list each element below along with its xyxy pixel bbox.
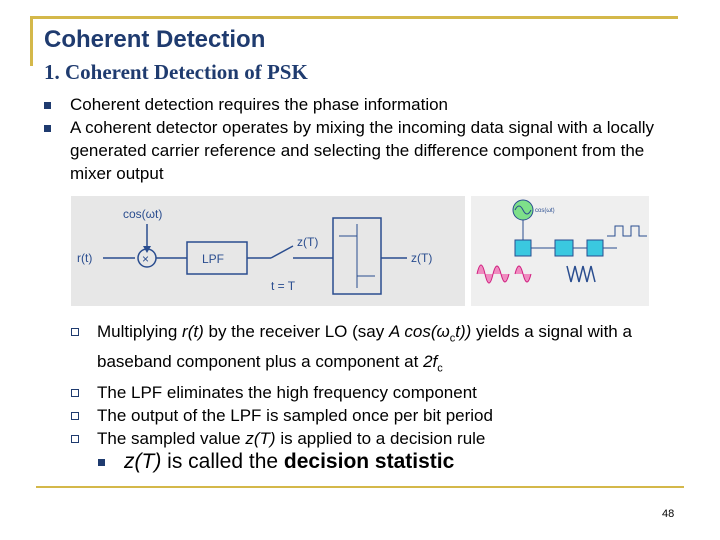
- decision-statistic-bullet: z(T) is called the decision statistic: [98, 450, 454, 474]
- text-run: yields a signal with a baseband componen…: [97, 322, 632, 372]
- decision-block: [332, 217, 382, 295]
- text-run: A cos(ω: [388, 322, 450, 341]
- bullet-text: A coherent detector operates by mixing t…: [70, 118, 654, 183]
- square-wave-icon: [607, 225, 647, 237]
- text-run: 2f: [423, 352, 438, 372]
- input-label: r(t): [77, 251, 92, 265]
- lpf-label: LPF: [202, 252, 224, 266]
- square-bullet-icon: [44, 102, 51, 109]
- text-run: z(T): [245, 428, 276, 448]
- sub-bullet-list: Multiplying r(t) by the receiver LO (say…: [71, 320, 681, 450]
- sub-bullet-item: The sampled value z(T) is applied to a d…: [71, 427, 681, 450]
- output-label: z(T): [411, 251, 432, 265]
- slide-title: Coherent Detection: [44, 26, 266, 53]
- text-run: by the receiver LO (say: [203, 322, 389, 341]
- multiply-icon: ×: [142, 252, 149, 266]
- text-run: z(T): [124, 450, 162, 473]
- slide-subtitle: 1. Coherent Detection of PSK: [44, 60, 308, 84]
- frame-bottom-rule: [36, 486, 684, 488]
- text-run: is applied to a decision rule: [275, 428, 486, 448]
- frame-left-rule: [30, 16, 33, 66]
- text-run: c: [449, 332, 456, 345]
- text-run: Multiplying: [97, 322, 183, 341]
- main-bullet-list: Coherent detection requires the phase in…: [44, 93, 664, 185]
- square-bullet-icon: [44, 125, 51, 132]
- modulated-signal-icon: [514, 265, 532, 283]
- lpf-icon: [586, 239, 604, 257]
- text-run: decision statistic: [283, 450, 455, 473]
- hollow-square-bullet-icon: [71, 434, 79, 443]
- sub-bullet-item: The output of the LPF is sampled once pe…: [71, 404, 681, 427]
- hollow-square-bullet-icon: [71, 411, 79, 420]
- sampler-switch: [270, 245, 294, 259]
- baseband-wave-icon: [566, 265, 596, 283]
- modulated-signal-icon: [476, 264, 510, 284]
- bullet-item: A coherent detector operates by mixing t…: [44, 116, 664, 185]
- detector-figure: cos(ωt) r(t) × LPF z(T) t = T z(T): [71, 196, 649, 306]
- text-run: is called the: [161, 450, 284, 473]
- text-run: The LPF eliminates the high frequency co…: [97, 382, 477, 402]
- square-bullet-icon: [98, 459, 105, 466]
- page-number: 48: [662, 508, 675, 520]
- text-run: The output of the LPF is sampled once pe…: [97, 405, 493, 425]
- sub-bullet-item: The LPF eliminates the high frequency co…: [71, 381, 681, 404]
- block-diagram-svg: cos(ωt) r(t) × LPF z(T) t = T z(T): [77, 207, 432, 295]
- block-diagram: cos(ωt) r(t) × LPF z(T) t = T z(T): [71, 196, 465, 306]
- hollow-square-bullet-icon: [71, 388, 79, 397]
- hollow-square-bullet-icon: [71, 328, 79, 336]
- bullet-item: Coherent detection requires the phase in…: [44, 93, 664, 116]
- text-run: The sampled value: [97, 428, 246, 448]
- mixer-icon: [514, 239, 532, 257]
- sub-bullet-item: Multiplying r(t) by the receiver LO (say…: [71, 320, 681, 381]
- sampler-label: z(T): [297, 235, 318, 249]
- lo-label: cos(ωt): [535, 208, 555, 214]
- lo-label: cos(ωt): [123, 207, 162, 221]
- sine-icon: [514, 205, 532, 215]
- bullet-text: Coherent detection requires the phase in…: [70, 95, 449, 114]
- text-run: r(t): [182, 322, 204, 341]
- signal-illustration-svg: cos(ωt): [476, 199, 647, 284]
- frame-top-rule: [30, 16, 678, 19]
- filter-icon: [554, 239, 574, 257]
- text-run: t)): [455, 322, 472, 341]
- decision-statistic-text: z(T) is called the decision statistic: [98, 450, 454, 473]
- sampling-time-label: t = T: [271, 279, 296, 293]
- signal-illustration: cos(ωt): [471, 196, 649, 306]
- text-run: c: [437, 362, 443, 375]
